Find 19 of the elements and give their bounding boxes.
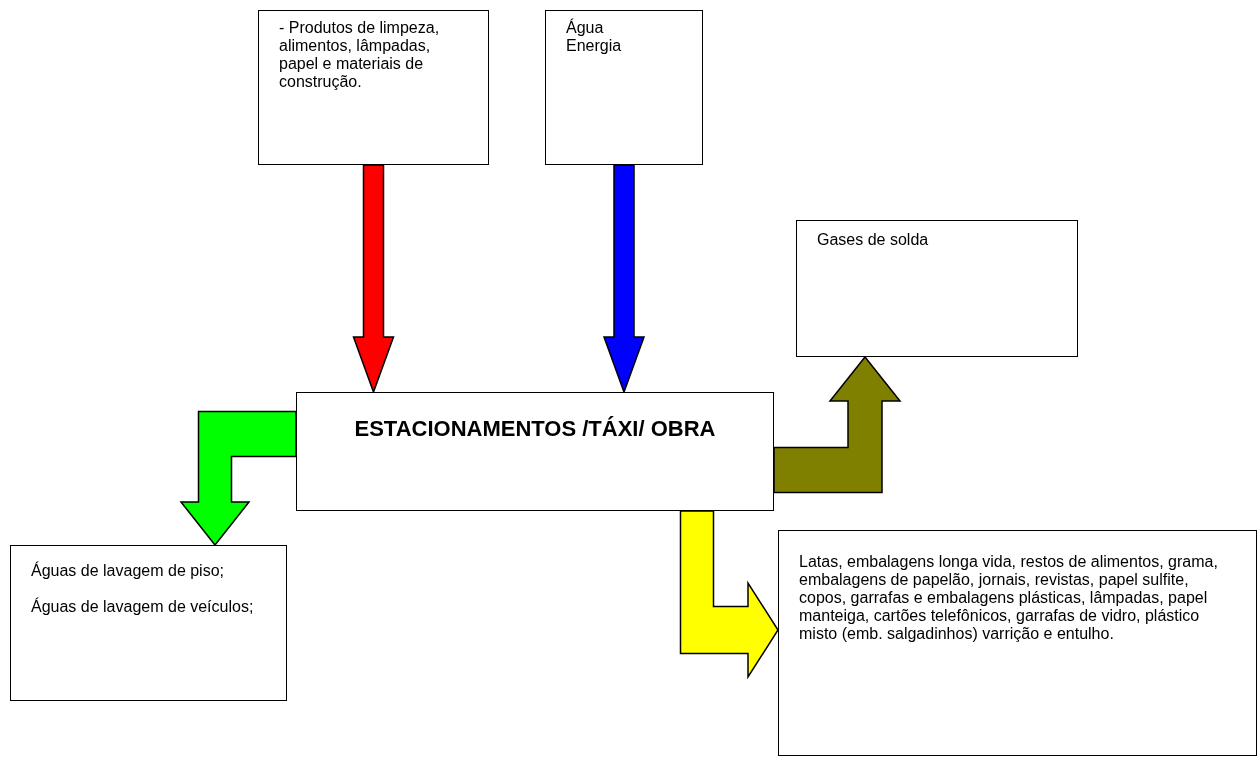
box-text: - Produtos de limpeza, alimentos, lâmpadas, papel e materiais de construção. — [279, 19, 441, 91]
text-box — [545, 10, 703, 165]
text-box — [258, 10, 489, 165]
block-arrow — [179, 410, 297, 547]
text-box — [296, 392, 774, 511]
box-text: Águas de lavagem de veículos; — [31, 598, 254, 616]
block-arrow — [602, 164, 646, 395]
box-text: Águas de lavagem de piso; — [31, 562, 224, 580]
text-box — [10, 545, 287, 701]
box-text: Energia — [566, 37, 622, 55]
box-text: Latas, embalagens longa vida, restos de alimentos, grama, embalagens de papelão, jornais, revistas, papel sulfite, copos, garrafas e embalagens plásticas, lâmpadas, papel manteiga, cartões telefônicos, garrafas de vidro, plástico misto (emb. salgadinhos) varrição e entulho. — [799, 553, 1219, 643]
block-arrow — [773, 355, 902, 494]
block-arrow — [352, 164, 395, 395]
text-box — [778, 530, 1257, 756]
box-text: Água — [566, 19, 604, 37]
block-arrow — [679, 510, 779, 680]
box-text: Gases de solda — [817, 231, 929, 249]
text-box — [796, 220, 1078, 357]
title-text: ESTACIONAMENTOS /TÁXI/ OBRA — [354, 415, 716, 443]
